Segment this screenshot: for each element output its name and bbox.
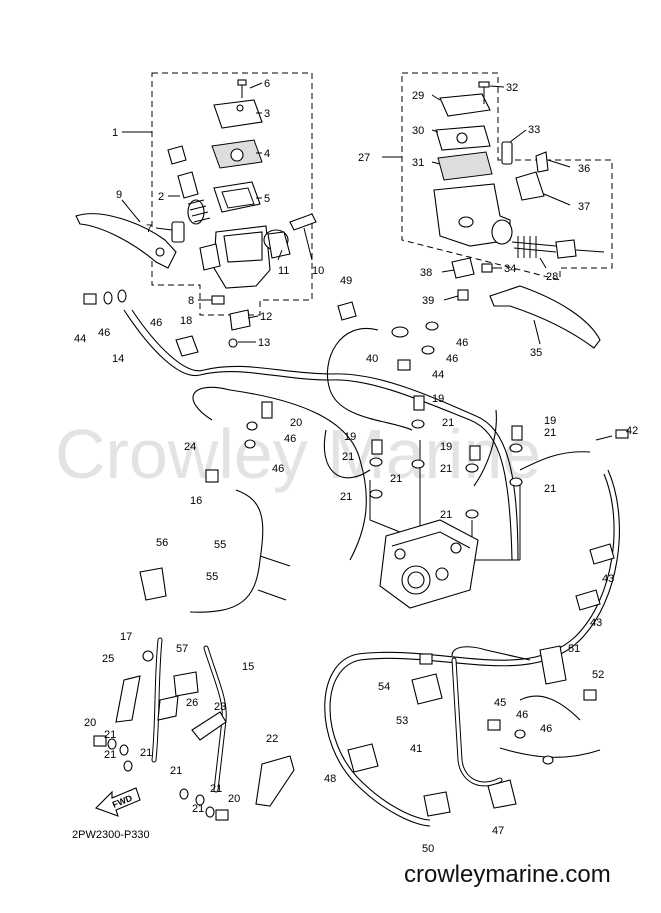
callout-55b: 55 — [206, 571, 218, 583]
callout-21i: 21 — [104, 729, 116, 741]
callout-44b: 44 — [432, 369, 444, 381]
callout-29: 29 — [412, 90, 424, 102]
callout-20b: 20 — [84, 717, 96, 729]
callout-5: 5 — [264, 193, 270, 205]
fittings-and-washers — [83, 289, 629, 821]
callout-51: 51 — [568, 643, 580, 655]
callout-4: 4 — [264, 148, 270, 160]
callout-50: 50 — [422, 843, 434, 855]
callout-54: 54 — [378, 681, 390, 693]
callout-46d: 46 — [446, 353, 458, 365]
callout-46a: 46 — [98, 327, 110, 339]
callout-46b: 46 — [150, 317, 162, 329]
callout-21n: 21 — [192, 803, 204, 815]
callout-46h: 46 — [540, 723, 552, 735]
callout-13: 13 — [258, 337, 270, 349]
callout-18: 18 — [180, 315, 192, 327]
callout-24: 24 — [184, 441, 196, 453]
callout-1: 1 — [112, 127, 118, 139]
callout-32: 32 — [506, 82, 518, 94]
callout-30: 30 — [412, 125, 424, 137]
callout-27: 27 — [358, 152, 370, 164]
callout-33: 33 — [528, 124, 540, 136]
callout-28: 28 — [546, 271, 558, 283]
callout-21b: 21 — [342, 451, 354, 463]
callout-21c: 21 — [390, 473, 402, 485]
callout-21a: 21 — [442, 417, 454, 429]
callout-52: 52 — [592, 669, 604, 681]
site-url: crowleymarine.com — [404, 861, 611, 888]
callout-3: 3 — [264, 108, 270, 120]
callout-21m: 21 — [210, 783, 222, 795]
callout-49: 49 — [340, 275, 352, 287]
callout-19c: 19 — [440, 441, 452, 453]
callout-44a: 44 — [74, 333, 86, 345]
callout-19a: 19 — [432, 393, 444, 405]
callout-43a: 43 — [602, 573, 614, 585]
watermark: Crowley Marine — [55, 415, 541, 493]
callout-9: 9 — [116, 189, 122, 201]
diagram-code: 2PW2300-P330 — [72, 829, 150, 841]
callout-46e: 46 — [284, 433, 296, 445]
callout-21h: 21 — [544, 483, 556, 495]
rear-master-cylinder-assembly — [382, 72, 613, 349]
callout-2: 2 — [158, 191, 164, 203]
callout-34: 34 — [504, 263, 516, 275]
callout-55a: 55 — [214, 539, 226, 551]
callout-10: 10 — [312, 265, 324, 277]
callout-14: 14 — [112, 353, 124, 365]
callout-56: 56 — [156, 537, 168, 549]
callout-41: 41 — [410, 743, 422, 755]
callout-48: 48 — [324, 773, 336, 785]
callout-20c: 20 — [228, 793, 240, 805]
callout-43b: 43 — [590, 617, 602, 629]
abs-hydraulic-unit — [379, 519, 479, 609]
callout-53: 53 — [396, 715, 408, 727]
callout-42: 42 — [626, 425, 638, 437]
callout-21f: 21 — [440, 509, 452, 521]
callout-46f: 46 — [272, 463, 284, 475]
callout-31: 31 — [412, 157, 424, 169]
callout-21d: 21 — [340, 491, 352, 503]
callout-46g: 46 — [516, 709, 528, 721]
callout-38: 38 — [420, 267, 432, 279]
callout-23: 23 — [214, 701, 226, 713]
callout-36: 36 — [578, 163, 590, 175]
callout-16: 16 — [190, 495, 202, 507]
callout-21j: 21 — [140, 747, 152, 759]
callout-39: 39 — [422, 295, 434, 307]
callout-25: 25 — [102, 653, 114, 665]
callout-labels: 1 2 3 4 5 6 7 8 9 10 11 12 13 14 15 16 1… — [74, 78, 638, 855]
callout-26: 26 — [186, 697, 198, 709]
callout-45: 45 — [494, 697, 506, 709]
callout-21g: 21 — [544, 427, 556, 439]
callout-46c: 46 — [456, 337, 468, 349]
callout-21l: 21 — [170, 765, 182, 777]
callout-21k: 21 — [104, 749, 116, 761]
front-master-cylinder-assembly — [75, 72, 317, 348]
callout-6: 6 — [264, 78, 270, 90]
callout-19d: 19 — [544, 415, 556, 427]
callout-40: 40 — [366, 353, 378, 365]
callout-37: 37 — [578, 201, 590, 213]
callout-21e: 21 — [440, 463, 452, 475]
callout-22: 22 — [266, 733, 278, 745]
callout-12: 12 — [260, 311, 272, 323]
callout-20a: 20 — [290, 417, 302, 429]
callout-17: 17 — [120, 631, 132, 643]
callout-7: 7 — [146, 223, 152, 235]
callout-57: 57 — [176, 643, 188, 655]
fwd-arrow: FWD — [95, 787, 141, 817]
callout-47: 47 — [492, 825, 504, 837]
callout-35: 35 — [530, 347, 542, 359]
callout-8: 8 — [188, 295, 194, 307]
callout-11: 11 — [278, 265, 289, 277]
callout-15: 15 — [242, 661, 254, 673]
callout-19b: 19 — [344, 431, 356, 443]
